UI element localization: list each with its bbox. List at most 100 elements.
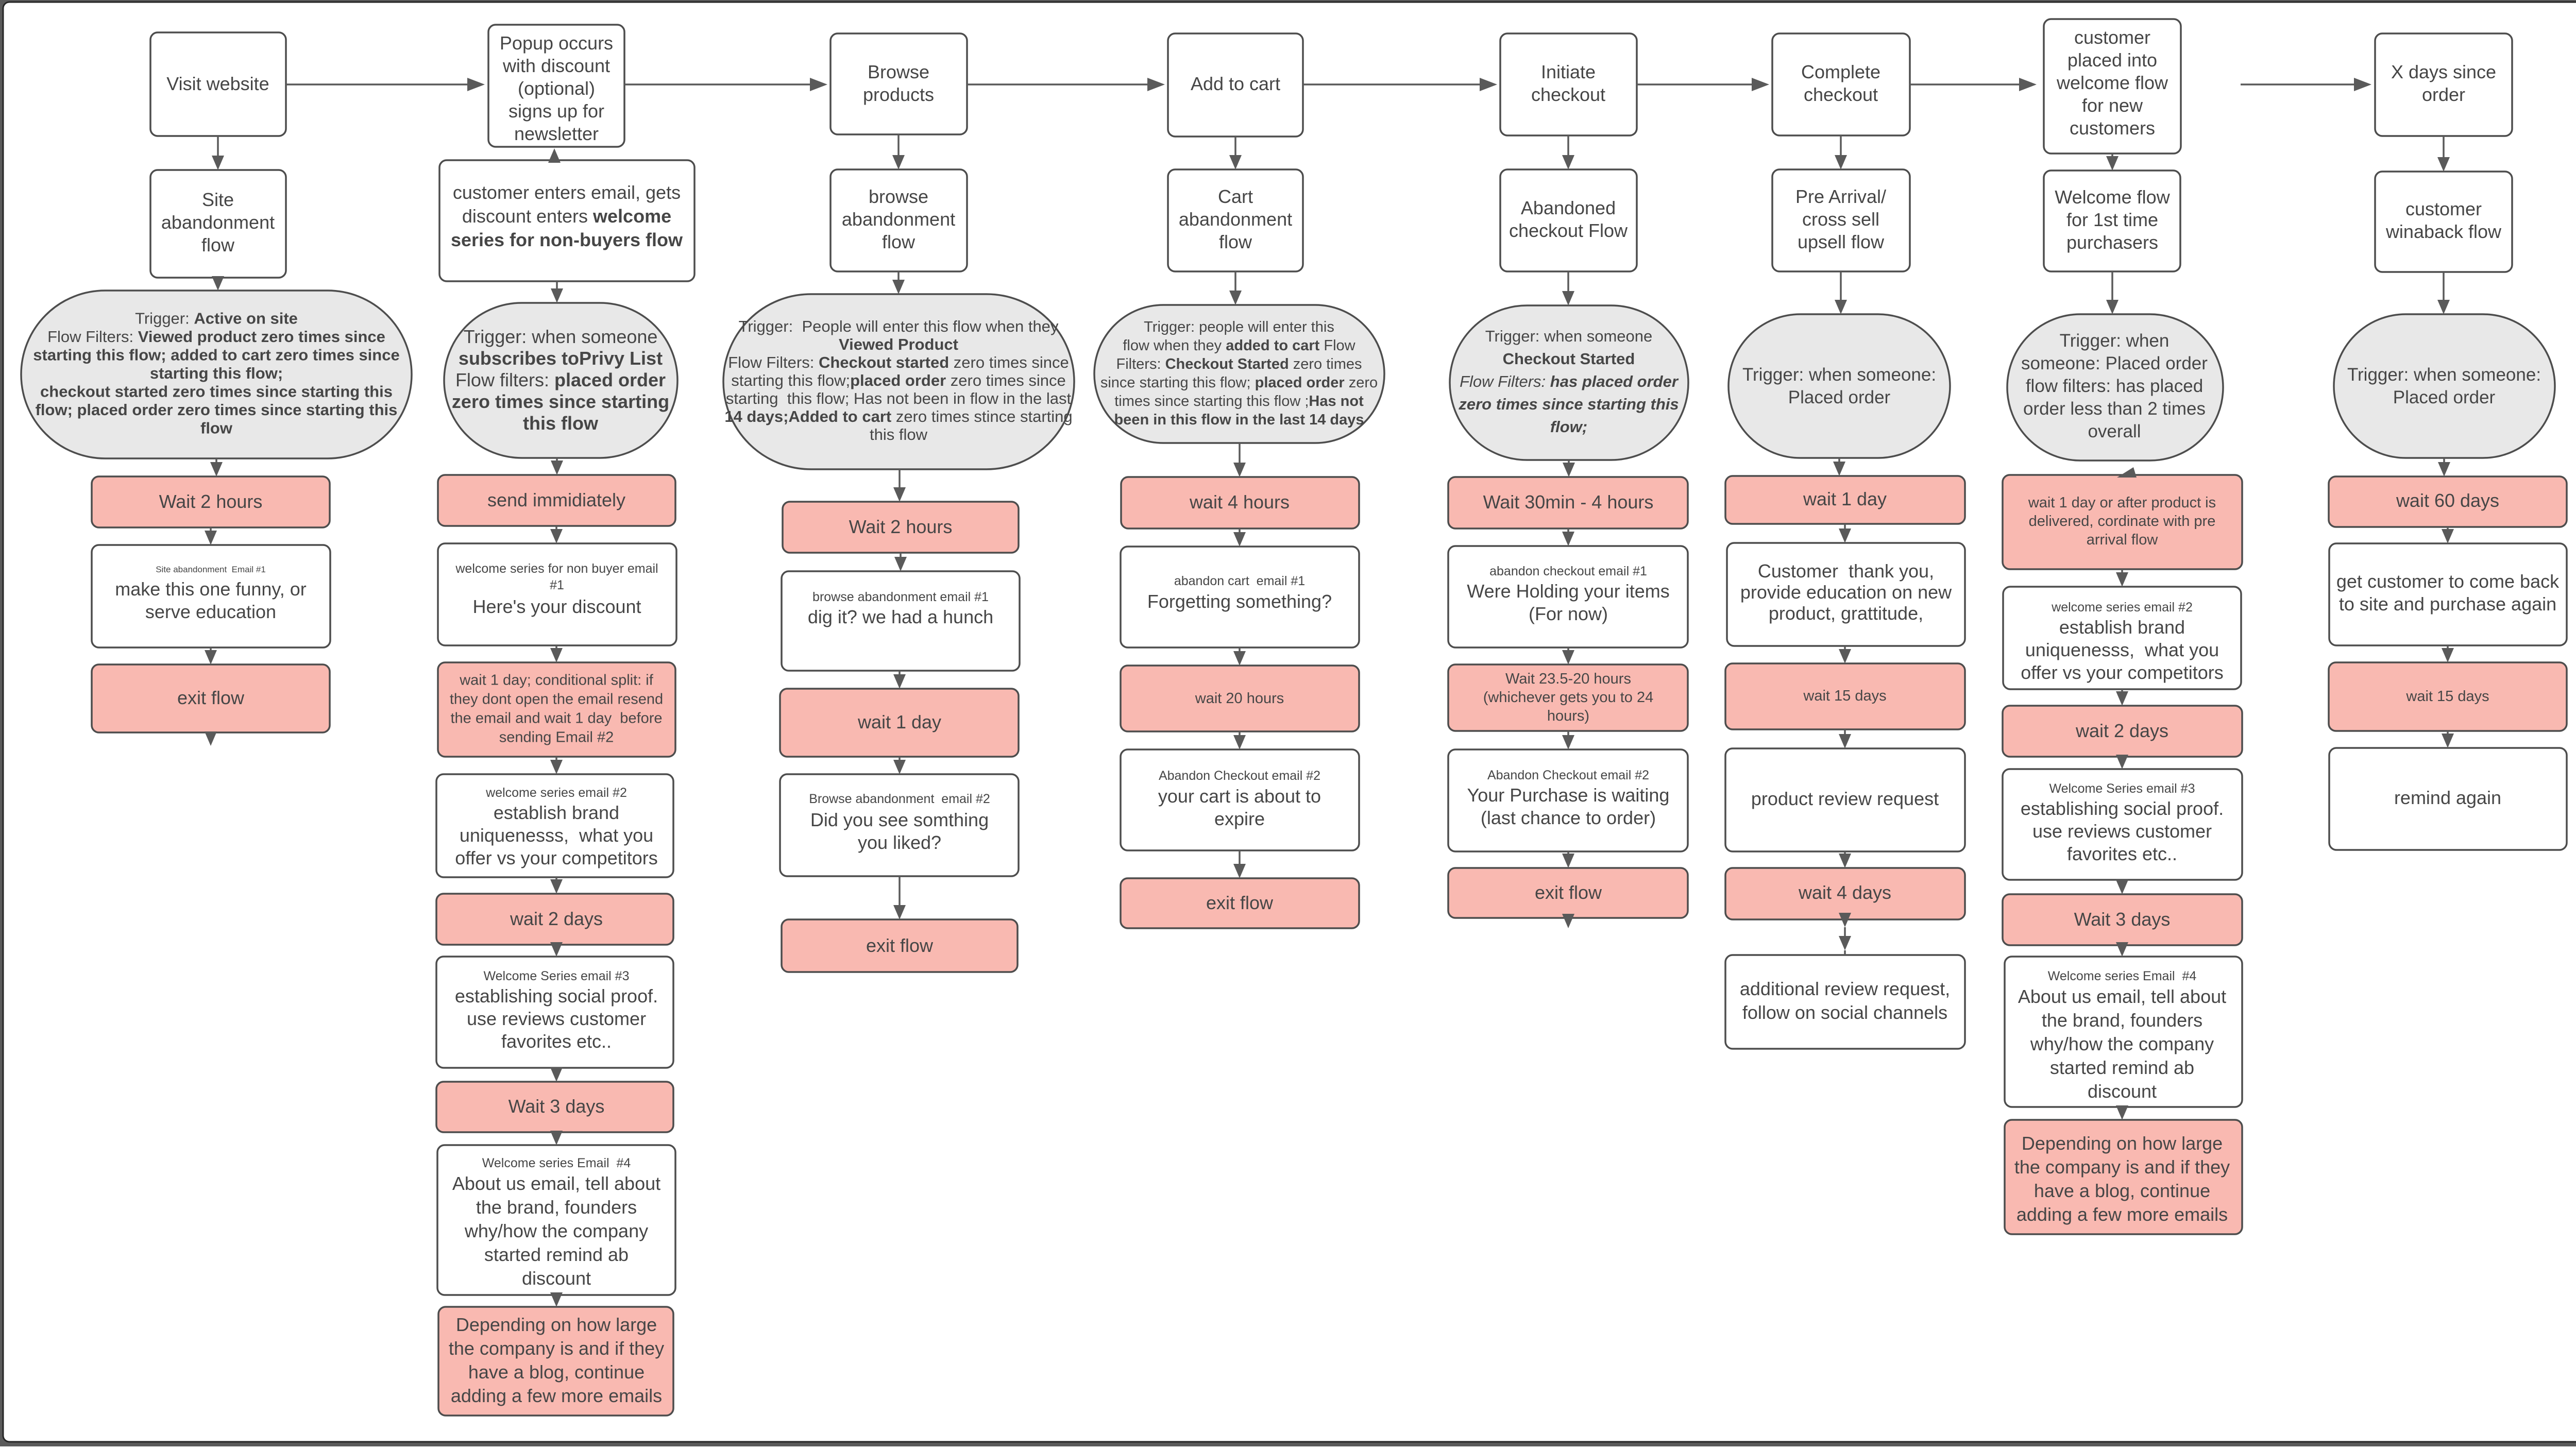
svg-text:Viewed Product: Viewed Product	[839, 335, 958, 353]
svg-text:exit flow: exit flow	[177, 687, 245, 708]
svg-text:signs up for: signs up for	[509, 100, 604, 122]
svg-text:product review request: product review request	[1751, 788, 1939, 809]
svg-text:Browse: Browse	[868, 61, 929, 82]
svg-text:wait 2 days: wait 2 days	[510, 908, 603, 929]
svg-text:why/how the company: why/how the company	[2030, 1033, 2214, 1054]
svg-text:wait 15 days: wait 15 days	[2405, 688, 2489, 705]
svg-text:Welcome Series email #3: Welcome Series email #3	[2049, 781, 2195, 796]
svg-text:checkout: checkout	[1804, 84, 1878, 105]
svg-text:Flow filters: placed order: Flow filters: placed order	[455, 369, 666, 390]
svg-text:Wait 2 hours: Wait 2 hours	[159, 491, 263, 512]
svg-text:why/how the company: why/how the company	[464, 1220, 648, 1241]
svg-text:Flow Filters: Checkout started: Flow Filters: Checkout started zero time…	[728, 353, 1069, 371]
svg-text:series for non-buyers flow: series for non-buyers flow	[451, 229, 683, 250]
svg-text:provide education on new: provide education on new	[1740, 582, 1952, 603]
svg-text:for new: for new	[2082, 95, 2143, 116]
svg-text:use reviews customer: use reviews customer	[467, 1008, 646, 1029]
svg-text:the brand, founders: the brand, founders	[476, 1197, 637, 1218]
svg-text:winaback flow: winaback flow	[2385, 221, 2502, 242]
svg-text:order less than 2 times: order less than 2 times	[2023, 399, 2206, 419]
svg-text:welcome series email #2: welcome series email #2	[485, 786, 627, 800]
svg-text:abandonment: abandonment	[842, 209, 955, 230]
svg-text:flow: flow	[201, 234, 235, 255]
svg-text:About us email, tell about: About us email, tell about	[452, 1173, 660, 1194]
svg-text:14 days;Added to cart zero tim: 14 days;Added to cart zero times stince …	[724, 407, 1072, 425]
svg-text:started remind ab: started remind ab	[2050, 1057, 2194, 1078]
svg-text:favorites etc..: favorites etc..	[501, 1031, 612, 1052]
svg-text:Popup occurs: Popup occurs	[500, 32, 613, 54]
svg-text:Pre Arrival/: Pre Arrival/	[1795, 186, 1886, 207]
svg-text:follow on social channels: follow on social channels	[1742, 1002, 1947, 1023]
svg-text:Abandoned: Abandoned	[1521, 197, 1616, 218]
svg-text:make this one funny, or: make this one funny, or	[115, 578, 307, 600]
svg-text:welcome flow: welcome flow	[2056, 72, 2168, 93]
svg-text:Placed order: Placed order	[1788, 387, 1891, 407]
svg-text:get customer to come back: get customer to come back	[2336, 571, 2560, 592]
svg-text:Browse abandonment email #2: Browse abandonment email #2	[809, 792, 990, 806]
svg-text:establish brand: establish brand	[494, 802, 619, 823]
svg-text:have a blog, continue: have a blog, continue	[468, 1361, 645, 1383]
svg-text:Welcome Series email #3: Welcome Series email #3	[484, 969, 630, 983]
svg-text:Customer thank you,: Customer thank you,	[1758, 560, 1934, 582]
svg-text:Here's your discount: Here's your discount	[472, 596, 641, 617]
svg-text:wait 4 days: wait 4 days	[1798, 882, 1891, 903]
svg-text:Initiate: Initiate	[1541, 61, 1596, 82]
svg-text:favorites etc..: favorites etc..	[2067, 843, 2177, 864]
svg-text:customer: customer	[2405, 198, 2482, 219]
svg-text:uniquenesss, what you: uniquenesss, what you	[460, 825, 653, 846]
svg-text:Trigger: People will enter th: Trigger: People will enter this flow whe…	[739, 317, 1059, 335]
svg-text:Flow Filters: has placed order: Flow Filters: has placed order	[1460, 372, 1679, 390]
svg-text:Cart: Cart	[1218, 186, 1253, 207]
svg-text:Wait 23.5-20 hours: Wait 23.5-20 hours	[1505, 671, 1631, 687]
svg-text:started remind ab: started remind ab	[484, 1244, 629, 1265]
svg-text:upsell flow: upsell flow	[1798, 231, 1885, 252]
svg-text:browse: browse	[869, 186, 928, 207]
svg-text:exit flow: exit flow	[1535, 882, 1602, 903]
svg-text:offer vs your competitors: offer vs your competitors	[455, 847, 658, 868]
svg-text:starting this flow; Has not b: starting this flow; Has not been in flow…	[726, 389, 1072, 407]
svg-text:wait 20 hours: wait 20 hours	[1195, 690, 1284, 707]
svg-text:since starting this flow; plac: since starting this flow; placed order z…	[1100, 374, 1378, 391]
svg-text:Trigger: when someone:: Trigger: when someone:	[1742, 365, 1936, 385]
svg-text:have a blog, continue: have a blog, continue	[2034, 1180, 2210, 1201]
svg-text:Placed order: Placed order	[2393, 387, 2496, 407]
svg-text:offer vs your competitors: offer vs your competitors	[2021, 662, 2224, 683]
svg-text:customers: customers	[2070, 117, 2155, 139]
svg-text:Trigger: when someone: Trigger: when someone	[464, 326, 658, 347]
svg-text:wait 1 day: wait 1 day	[1803, 488, 1887, 509]
svg-text:customer enters email, gets: customer enters email, gets	[453, 182, 681, 203]
svg-text:(For now): (For now)	[1529, 603, 1608, 624]
svg-text:Trigger: when someone:: Trigger: when someone:	[2347, 365, 2541, 385]
svg-text:someone: Placed order: someone: Placed order	[2021, 353, 2208, 373]
svg-text:overall: overall	[2088, 421, 2141, 441]
svg-text:Did you see somthing: Did you see somthing	[810, 809, 989, 830]
svg-text:Your Purchase is waiting: Your Purchase is waiting	[1467, 785, 1670, 806]
svg-text:wait 1 day or after product is: wait 1 day or after product is	[2028, 495, 2216, 511]
svg-text:product, grattitude,: product, grattitude,	[1769, 603, 1923, 624]
svg-text:Welcome flow: Welcome flow	[2055, 186, 2170, 208]
svg-text:starting this flow; added to c: starting this flow; added to cart zero t…	[33, 346, 399, 364]
svg-text:use reviews customer: use reviews customer	[2032, 821, 2212, 842]
svg-text:subscribes toPrivy List: subscribes toPrivy List	[459, 348, 663, 369]
svg-text:flow filters: has placed: flow filters: has placed	[2026, 376, 2203, 396]
svg-text:Depending on how large: Depending on how large	[456, 1314, 657, 1335]
svg-text:placed into: placed into	[2067, 49, 2157, 71]
svg-text:starting this flow;placed orde: starting this flow;placed order zero tim…	[731, 371, 1066, 389]
svg-text:been in this flow in the last: been in this flow in the last 14 days	[1114, 412, 1364, 428]
svg-text:welcome series email #2: welcome series email #2	[2051, 600, 2193, 615]
svg-text:hours): hours)	[1547, 708, 1589, 724]
svg-text:discount: discount	[2088, 1081, 2157, 1102]
svg-text:exit flow: exit flow	[1206, 892, 1274, 913]
svg-text:Trigger: Active on site: Trigger: Active on site	[135, 310, 298, 328]
svg-text:browse abandonment email #1: browse abandonment email #1	[812, 590, 989, 604]
svg-text:flow; placed order zero times: flow; placed order zero times since star…	[36, 401, 398, 419]
svg-text:Trigger: when someone: Trigger: when someone	[1485, 327, 1653, 345]
svg-text:zero times since starting this: zero times since starting this	[1458, 395, 1679, 413]
svg-text:About us email, tell about: About us email, tell about	[2018, 986, 2226, 1007]
svg-text:checkout Flow: checkout Flow	[1509, 220, 1628, 241]
svg-text:flow when they added to cart F: flow when they added to cart Flow	[1123, 337, 1355, 354]
svg-text:for 1st time: for 1st time	[2066, 209, 2158, 230]
svg-text:abandon checkout email #1: abandon checkout email #1	[1489, 564, 1647, 578]
svg-text:abandonment: abandonment	[161, 212, 275, 233]
svg-text:dig it? we had a hunch: dig it? we had a hunch	[808, 606, 993, 627]
